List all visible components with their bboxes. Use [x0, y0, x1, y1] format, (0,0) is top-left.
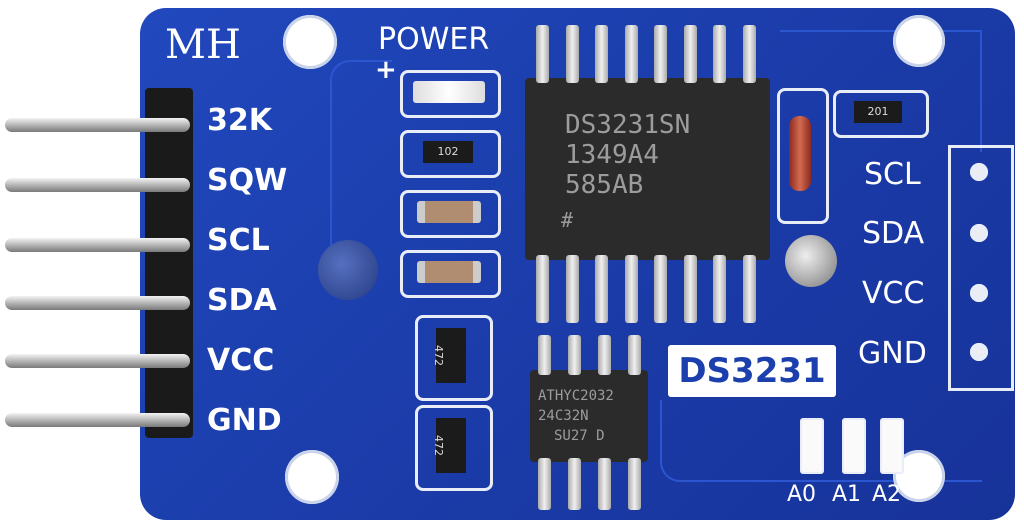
24c32-eeprom-chip: ATHYC2032 24C32N SU27 D	[530, 370, 648, 462]
pin-label-gnd: GND	[207, 403, 282, 438]
pin-label-vcc: VCC	[207, 343, 275, 378]
header-pad	[970, 343, 988, 361]
power-label: POWER	[378, 22, 490, 57]
pin-label-scl: SCL	[207, 223, 270, 258]
chip-leg	[536, 25, 549, 83]
chip-leg	[595, 255, 608, 323]
trace	[780, 30, 982, 152]
header-pin	[5, 296, 190, 310]
chip-marking: 24C32N	[538, 408, 589, 424]
chip-leg	[742, 255, 756, 323]
pin-label-gnd-right: GND	[858, 336, 927, 371]
mounting-hole	[283, 15, 337, 69]
chip-leg	[565, 255, 579, 323]
chip-leg	[565, 25, 579, 83]
pin-header	[145, 88, 193, 438]
chip-leg	[713, 25, 726, 83]
battery-solder-joint	[785, 235, 837, 287]
chip-leg	[683, 25, 697, 83]
chip-leg	[568, 458, 581, 510]
battery-solder-joint	[318, 240, 378, 300]
chip-leg	[595, 25, 608, 83]
chip-leg	[624, 25, 638, 83]
chip-leg	[538, 458, 551, 510]
chip-leg	[713, 255, 726, 323]
address-pad-a0	[800, 418, 824, 474]
address-label-a2: A2	[872, 482, 902, 507]
chip-leg	[628, 458, 641, 510]
pin-label-sqw: SQW	[207, 163, 288, 198]
chip-leg	[742, 25, 756, 83]
chip-leg	[536, 255, 549, 323]
chip-leg	[568, 335, 581, 375]
chip-leg	[598, 335, 611, 375]
diode	[777, 88, 829, 224]
header-pin	[5, 178, 190, 192]
brand-logo: MH	[165, 22, 241, 68]
chip-marking: SU27 D	[554, 428, 605, 444]
pin-label-sda: SDA	[207, 283, 277, 318]
pin-label-scl-right: SCL	[864, 157, 921, 192]
chip-marking: #	[561, 208, 574, 232]
module-label: DS3231	[668, 345, 836, 397]
resistor-102: 102	[400, 130, 501, 178]
chip-leg	[628, 335, 641, 375]
header-pad	[970, 224, 988, 242]
trace	[660, 400, 982, 482]
address-label-a1: A1	[832, 482, 862, 507]
chip-marking: DS3231SN	[565, 110, 691, 140]
address-pad-a1	[842, 418, 866, 474]
chip-leg	[598, 458, 611, 510]
chip-marking: 585AB	[565, 170, 644, 200]
plus-label: +	[375, 55, 397, 85]
chip-leg	[624, 255, 638, 323]
trace	[330, 60, 392, 262]
header-pin	[5, 354, 190, 368]
resistor-network-472: 472	[415, 405, 493, 491]
pin-label-sda-right: SDA	[862, 216, 925, 251]
resistor-network-472: 472	[415, 315, 493, 401]
chip-leg	[654, 25, 667, 83]
power-led	[400, 70, 501, 118]
capacitor	[400, 190, 501, 238]
pin-label-32k: 32K	[207, 103, 272, 138]
mounting-hole	[893, 15, 945, 67]
address-label-a0: A0	[787, 482, 817, 507]
header-pad	[970, 163, 988, 181]
header-pin	[5, 238, 190, 252]
resistor-201: 201	[833, 90, 929, 138]
address-pad-a2	[880, 418, 904, 474]
mounting-hole	[285, 450, 339, 504]
ds3231-rtc-chip: DS3231SN 1349A4 585AB #	[525, 78, 770, 260]
chip-marking: 1349A4	[565, 140, 659, 170]
right-header-outline	[948, 145, 1014, 391]
chip-leg	[654, 255, 667, 323]
header-pin	[5, 413, 190, 427]
chip-leg	[538, 335, 551, 375]
header-pin	[5, 118, 190, 132]
capacitor	[400, 250, 501, 298]
pin-label-vcc-right: VCC	[862, 276, 925, 311]
chip-leg	[683, 255, 697, 323]
chip-marking: ATHYC2032	[538, 388, 614, 404]
header-pad	[970, 284, 988, 302]
